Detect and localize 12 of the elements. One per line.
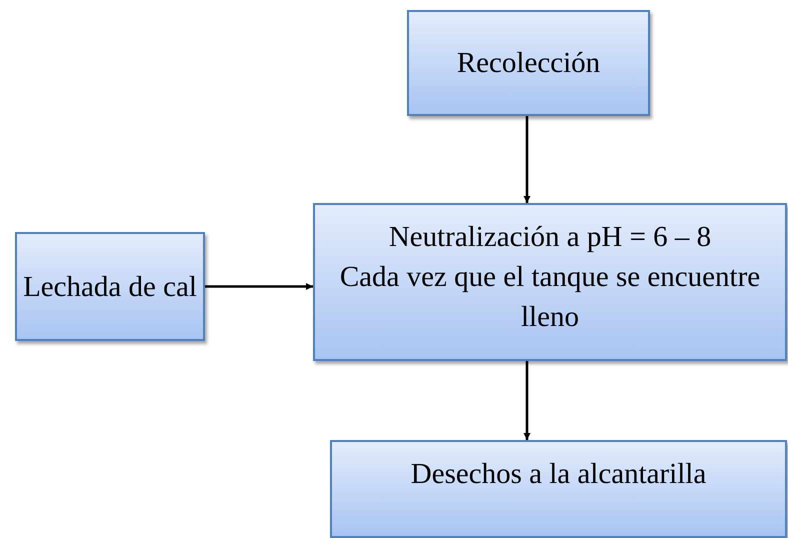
box-text: Desechos a la alcantarilla (410, 457, 706, 492)
process-box (15, 232, 205, 341)
box-text: Lechada de cal (23, 270, 197, 304)
process-box (330, 440, 787, 538)
box-text: Recolección (456, 46, 600, 81)
process-box (407, 10, 650, 116)
arrow (524, 361, 530, 440)
box-text: Cada vez que el tanque se encuentre lleno (338, 260, 762, 335)
arrow (524, 116, 530, 203)
arrow (205, 283, 313, 290)
process-box (313, 203, 787, 361)
box-text: Neutralización a pH = 6 – 8 (388, 220, 712, 255)
